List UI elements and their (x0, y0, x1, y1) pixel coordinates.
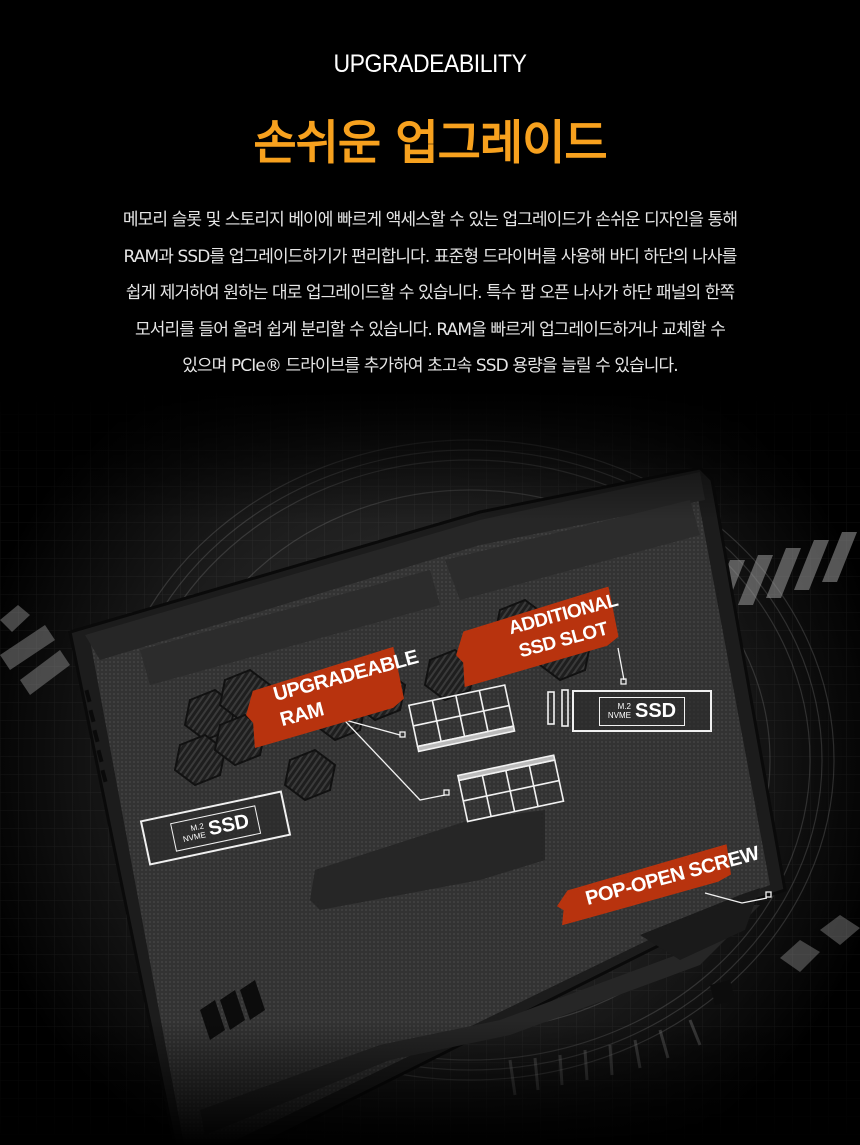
laptop-illustration (0, 390, 860, 1145)
m2-ssd-right-graphic: M.2 NVME SSD (572, 690, 712, 732)
description-line: 모서리를 들어 올려 쉽게 분리할 수 있습니다. RAM을 빠르게 업그레이드… (135, 319, 726, 340)
description-paragraph: 메모리 슬롯 및 스토리지 베이에 빠르게 액세스할 수 있는 업그레이드가 손… (30, 202, 830, 385)
ssd-right-ssd-label: SSD (635, 699, 677, 722)
callout-leader-lines (329, 647, 772, 904)
ssd-right-nvme-label: NVME (607, 711, 631, 720)
section-eyebrow: UPGRADEABILITY (333, 50, 527, 78)
laptop-bottom-panel-graphic (0, 390, 860, 1145)
ssd-right-m2-label: M.2 (617, 702, 631, 711)
description-line: 있으며 PCIe® 드라이브를 추가하여 초고속 SSD 용량을 늘릴 수 있습… (182, 356, 679, 376)
description-line: 메모리 슬롯 및 스토리지 베이에 빠르게 액세스할 수 있는 업그레이드가 손… (122, 210, 738, 230)
section-title: 손쉬운 업그레이드 (253, 116, 607, 171)
ssd-left-ssd-label: SSD (206, 809, 252, 840)
ram-module-graphics (407, 684, 569, 823)
description-line: 쉽게 제거하여 원하는 대로 업그레이드할 수 있습니다. 특수 팝 오픈 나사… (125, 283, 735, 303)
description-line: RAM과 SSD를 업그레이드하기가 편리합니다. 표준형 드라이버를 사용해 … (123, 246, 738, 267)
